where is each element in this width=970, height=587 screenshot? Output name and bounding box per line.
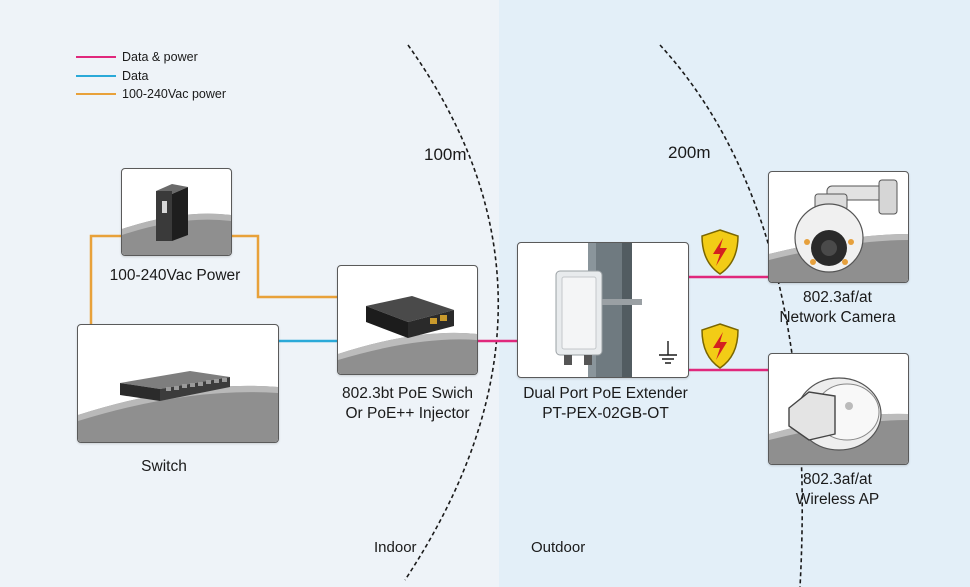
legend-swatch [76, 74, 116, 77]
outdoor-label: Outdoor [531, 539, 586, 556]
ac-power-wire [89, 234, 122, 324]
camera-device [768, 171, 909, 283]
injector-label: 802.3bt PoE Swich Or PoE++ Injector [330, 384, 485, 424]
distance-arc-100m [404, 44, 499, 581]
extender-label: Dual Port PoE Extender PT-PEX-02GB-OT [508, 384, 703, 424]
legend-label: 100-240Vac power [122, 87, 227, 102]
ap-device [768, 353, 909, 465]
lightning-shield-icon [701, 229, 739, 275]
injector-device [337, 265, 478, 375]
switch-label: Switch [141, 458, 187, 475]
legend: Data & power Data 100-240Vac power [76, 48, 226, 104]
legend-label: Data & power [122, 50, 198, 65]
legend-label: Data [122, 68, 149, 83]
ptz-camera-icon [769, 179, 908, 282]
lightning-shield-icon [701, 323, 739, 369]
camera-label: 802.3af/at Network Camera [768, 288, 907, 328]
injector-label-line1: 802.3bt PoE Swich [342, 385, 473, 402]
legend-item: Data & power [76, 48, 226, 67]
ap-label-line1: 802.3af/at [803, 471, 872, 488]
extender-device [517, 242, 689, 378]
legend-item: 100-240Vac power [76, 85, 226, 104]
poe-injector-icon [338, 296, 477, 374]
ac-power-wire [230, 234, 338, 299]
distance-label-200m: 200m [668, 143, 711, 162]
indoor-label: Indoor [374, 539, 417, 556]
wireless-ap-icon [769, 377, 908, 464]
distance-label-100m: 100m [424, 145, 467, 164]
power-label: 100-240Vac Power [109, 267, 241, 284]
extender-label-line1: Dual Port PoE Extender [523, 385, 688, 402]
extender-label-line2: PT-PEX-02GB-OT [542, 405, 669, 422]
legend-swatch [76, 56, 116, 59]
injector-label-line2: Or PoE++ Injector [345, 405, 470, 422]
ground-icon [659, 341, 677, 364]
camera-label-line1: 802.3af/at [803, 289, 872, 306]
power-device [121, 168, 232, 256]
pole-extender-icon [555, 243, 677, 377]
legend-swatch [76, 93, 116, 96]
ap-label-line2: Wireless AP [795, 491, 880, 508]
switch-device [77, 324, 279, 443]
network-switch-icon [78, 371, 278, 442]
ap-label: 802.3af/at Wireless AP [768, 470, 907, 510]
legend-item: Data [76, 67, 226, 86]
ups-icon [122, 184, 231, 255]
camera-label-line2: Network Camera [779, 309, 896, 326]
